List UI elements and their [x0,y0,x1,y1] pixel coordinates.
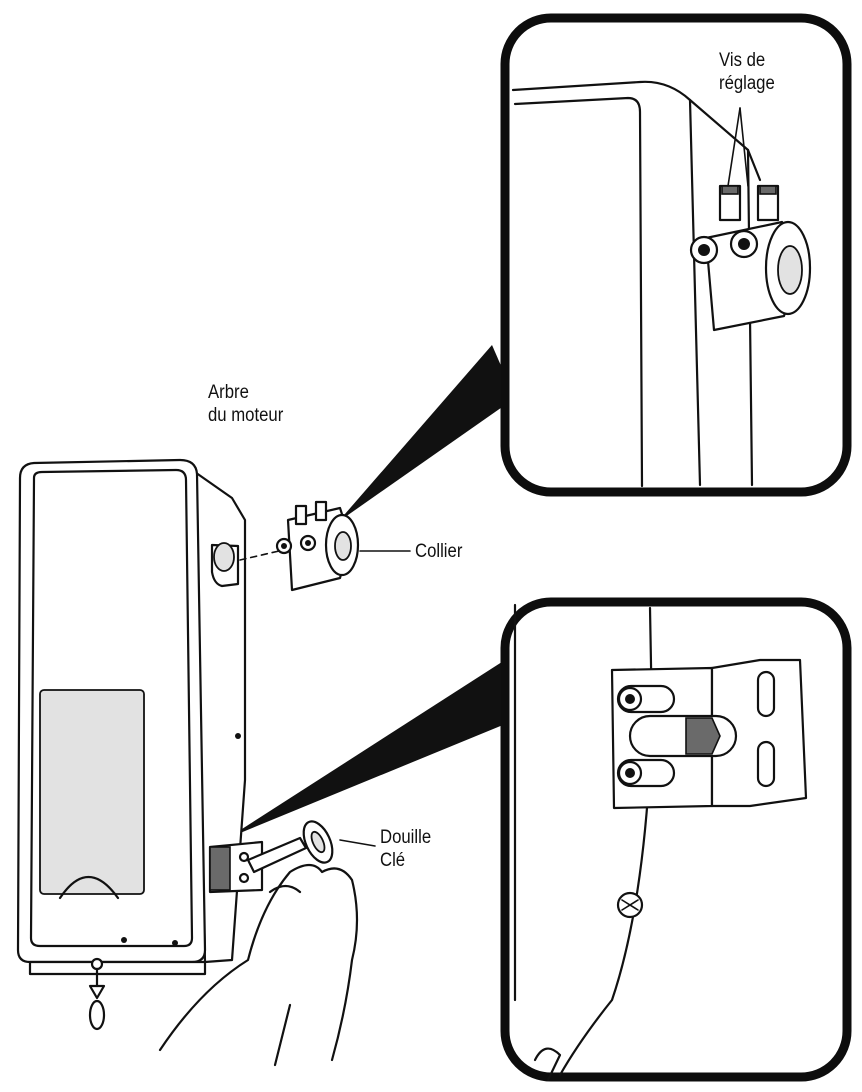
collar-detail-icon [689,184,812,332]
screw-arrow-left [727,107,741,187]
label-socket-wrench: Douille Clé [380,826,431,872]
socket-leader-line [339,839,376,847]
bracket-detail-icon [610,658,808,810]
label-collar: Collier [415,540,462,563]
label-socket-line2: Clé [380,850,406,871]
collar-part [275,500,360,592]
screw-arrow-right [739,107,749,187]
garage-door-opener-unit [16,458,293,1031]
label-adjust-screws: Vis de réglage [719,49,775,95]
callout-wedge-top [338,345,515,522]
release-cord-icon [88,957,106,1031]
callout-wedge-bottom [228,660,515,838]
hand-with-socket-wrench [158,820,359,1067]
motor-shaft [210,542,240,588]
label-motor-shaft-line1: Arbre [208,382,249,403]
label-adjust-screws-line2: réglage [719,73,775,94]
label-motor-shaft: Arbre du moteur [208,381,283,427]
light-lens [39,689,145,895]
inset-bracket-detail [500,597,852,1082]
label-adjust-screws-line1: Vis de [719,50,766,71]
label-motor-shaft-line2: du moteur [208,405,284,426]
light-bulb [58,875,120,900]
mounting-bracket [208,840,264,894]
label-collar-text: Collier [415,541,463,562]
inset-collar-detail [500,13,852,497]
label-socket-line1: Douille [380,827,432,848]
